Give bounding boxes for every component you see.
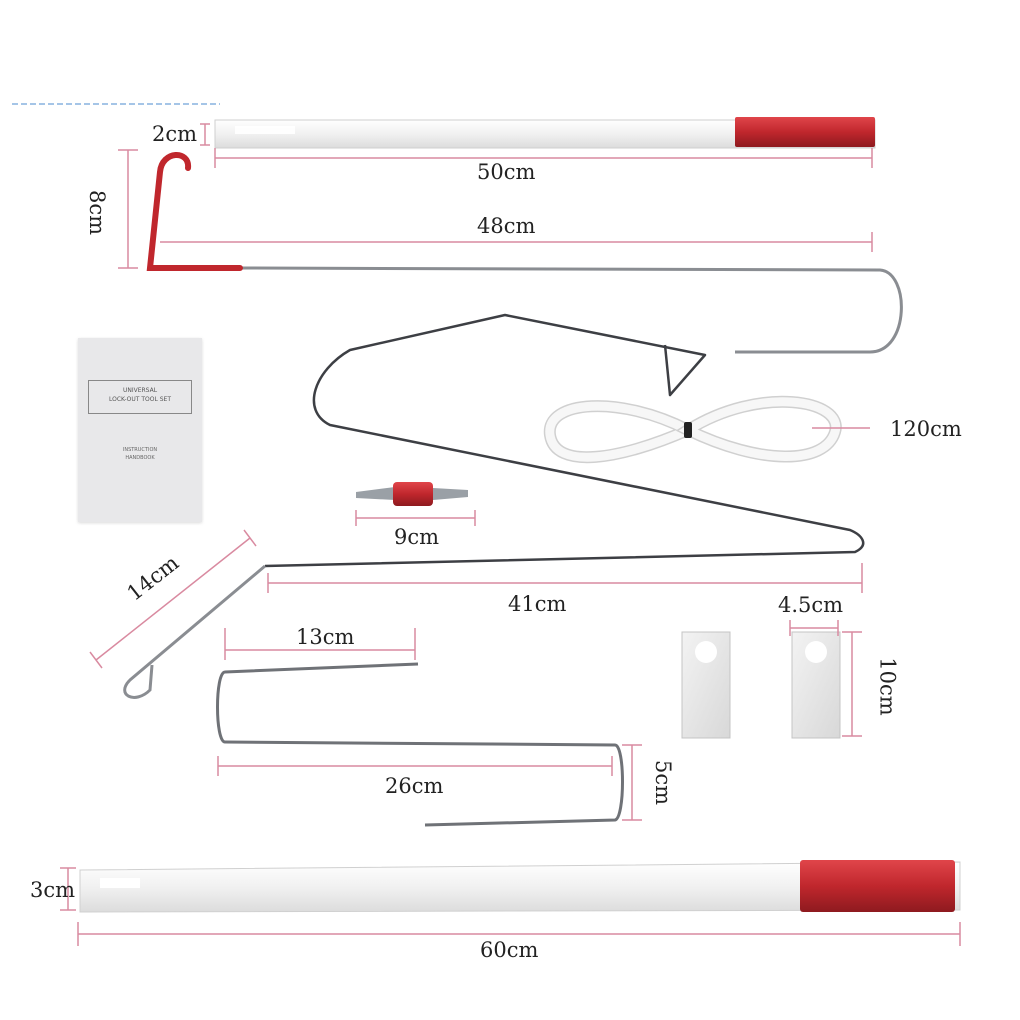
label-long-rod-length: 41cm [508,592,567,616]
long-reach-wire [123,313,865,699]
small-tip-tool [356,482,468,506]
label-tip-length: 9cm [394,525,440,549]
label-z-tool-height: 5cm [651,759,676,806]
strap-loop [543,395,842,464]
label-wedge-top-length: 50cm [477,160,536,184]
manual-subtitle: INSTRUCTION HANDBOOK [88,446,192,462]
z-shaped-tool [216,662,624,827]
label-wedge-bottom-width: 3cm [30,878,76,902]
label-strap-length: 120cm [890,417,962,441]
manual-subtitle-line1: INSTRUCTION [122,447,158,453]
red-hook-rod [146,152,903,354]
manual-title-line2: LOCK-OUT TOOL SET [109,396,171,403]
label-wedge-bottom-length: 60cm [480,938,539,962]
top-air-wedge [214,117,876,149]
cushion-plate-left [681,631,731,739]
label-z-tool-length: 26cm [385,774,444,798]
label-plate-height: 10cm [875,657,900,716]
label-reach-rod-length: 48cm [477,214,536,238]
cushion-plate-right [791,631,841,739]
manual-subtitle-line2: HANDBOOK [125,455,155,461]
manual-title-line1: UNIVERSAL [122,387,158,394]
dimension-lines [60,123,961,946]
label-plate-width: 4.5cm [778,593,844,617]
label-z-tool-top: 13cm [296,625,355,649]
instruction-manual: UNIVERSAL LOCK-OUT TOOL SET INSTRUCTION … [78,338,202,522]
label-hook-height: 8cm [85,189,110,236]
manual-title-box: UNIVERSAL LOCK-OUT TOOL SET [88,380,192,414]
bottom-air-wedge [79,860,961,913]
label-wedge-top-width: 2cm [152,122,198,146]
